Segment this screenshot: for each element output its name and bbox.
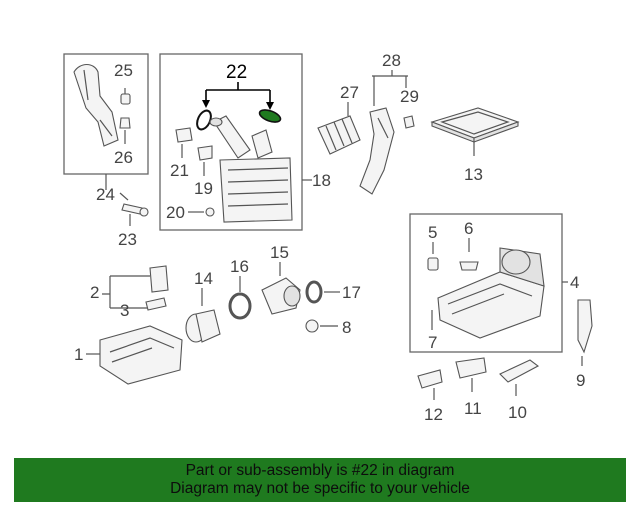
callout-25: 25 — [114, 61, 133, 80]
part-15-adapter[interactable] — [261, 277, 301, 315]
part-23-bolt[interactable] — [121, 203, 149, 217]
part-17-ring[interactable] — [305, 280, 323, 304]
callout-22: 22 — [226, 62, 247, 83]
callout-18: 18 — [312, 171, 331, 190]
part-8-bolt[interactable] — [305, 319, 319, 333]
callout-28: 28 — [382, 51, 401, 70]
subassembly-box-4 — [409, 213, 563, 353]
callout-20: 20 — [166, 203, 185, 222]
part-5-grommet[interactable] — [427, 257, 439, 271]
subassembly-box-18 — [159, 53, 303, 231]
part-11-bracket[interactable] — [455, 357, 487, 379]
part-25-clip[interactable] — [120, 88, 131, 105]
part-12-bracket[interactable] — [417, 369, 443, 389]
callout-23: 23 — [118, 230, 137, 249]
callout-26: 26 — [114, 148, 133, 167]
callout-17: 17 — [342, 283, 361, 302]
part-6-mount[interactable] — [459, 261, 479, 271]
callout-9: 9 — [576, 371, 585, 390]
callout-12: 12 — [424, 405, 443, 424]
part-27-hose[interactable] — [317, 115, 361, 155]
callout-13: 13 — [464, 165, 483, 184]
callout-15: 15 — [270, 243, 289, 262]
part-10-bracket[interactable] — [499, 359, 540, 383]
part-13-air-filter[interactable] — [430, 107, 520, 143]
part-16-ring[interactable] — [228, 292, 252, 320]
part-2-bracket[interactable] — [149, 265, 169, 293]
part-19-bracket[interactable] — [197, 145, 213, 161]
part-29-clip[interactable] — [403, 115, 415, 129]
part-18-resonator[interactable] — [209, 115, 293, 223]
callout-4: 4 — [570, 273, 579, 292]
part-3-bracket[interactable] — [145, 297, 167, 311]
callout-16: 16 — [230, 257, 249, 276]
callout-24: 24 — [96, 185, 115, 204]
callout-10: 10 — [508, 403, 527, 422]
callout-6: 6 — [464, 219, 473, 238]
callout-19: 19 — [194, 179, 213, 198]
part-28-intake-tube[interactable] — [359, 107, 395, 195]
part-20-bolt[interactable] — [205, 207, 215, 217]
part-22-seal-left[interactable] — [194, 108, 213, 131]
callout-29: 29 — [400, 87, 419, 106]
banner-line-1: Part or sub-assembly is #22 in diagram — [185, 462, 455, 479]
callout-11: 11 — [464, 399, 482, 418]
part-22-seal-right[interactable] — [258, 108, 282, 125]
part-26-clip[interactable] — [119, 117, 131, 144]
info-banner: Part or sub-assembly is #22 in diagram D… — [14, 458, 626, 502]
part-14-hose[interactable] — [185, 309, 221, 343]
part-4-air-cleaner-housing[interactable] — [437, 247, 545, 339]
banner-line-2: Diagram may not be specific to your vehi… — [170, 480, 470, 497]
callout-2: 2 — [90, 283, 99, 302]
callout-21: 21 — [170, 161, 189, 180]
callout-5: 5 — [428, 223, 437, 242]
part-1-air-cleaner-lower[interactable] — [99, 325, 183, 385]
part-9-bracket[interactable] — [577, 299, 593, 354]
callout-27: 27 — [340, 83, 359, 102]
parts-diagram: 25 26 24 23 22 21 19 20 18 27 — [63, 51, 593, 424]
part-24-intake-duct[interactable] — [73, 63, 119, 147]
part-21-clamp[interactable] — [175, 127, 193, 143]
callout-8: 8 — [342, 318, 351, 337]
callout-14: 14 — [194, 269, 213, 288]
callout-1: 1 — [74, 345, 83, 364]
callout-7: 7 — [428, 333, 437, 352]
callout-3: 3 — [120, 301, 129, 320]
